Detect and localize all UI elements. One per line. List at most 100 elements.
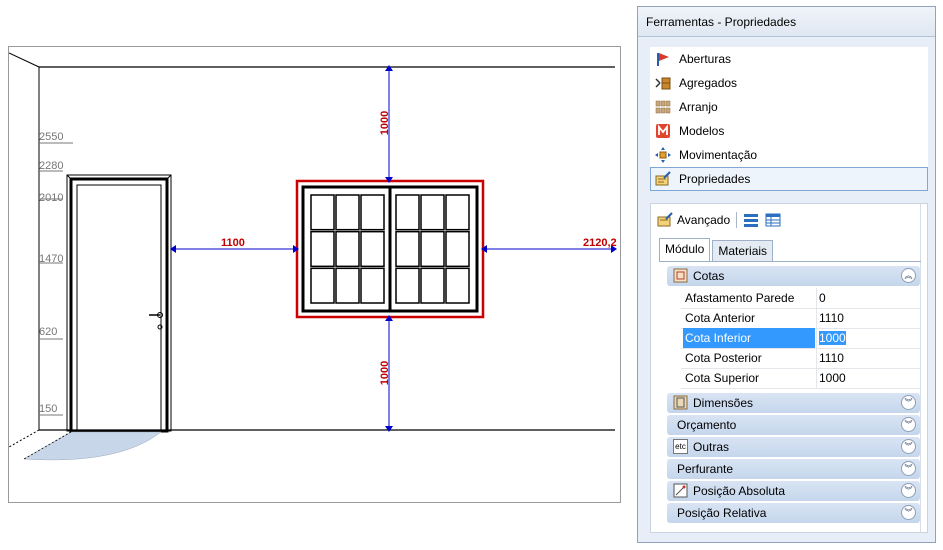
property-name: Cota Anterior [685, 311, 756, 325]
tool-label: Propriedades [679, 172, 751, 186]
properties-icon [655, 171, 671, 187]
height-label: 2010 [39, 192, 64, 204]
dimension-lines [172, 67, 615, 430]
tool-label: Agregados [679, 76, 738, 90]
window-pane [395, 230, 420, 268]
group-perfurante-header[interactable]: Perfurante ︾ [667, 459, 920, 479]
door-drawing [23, 174, 172, 461]
group-posicao-absoluta-header[interactable]: Posição Absoluta ︾ [667, 481, 920, 501]
window-pane [445, 230, 470, 268]
etc-icon: etc [673, 439, 688, 454]
tools-list: Aberturas Agregados Arranjo Modelos Movi… [650, 47, 928, 191]
height-label: 1470 [39, 253, 64, 265]
property-row-selected[interactable]: Cota Inferior 1000 [681, 328, 920, 349]
dimension-left-text[interactable]: 1100 [221, 237, 245, 249]
chevron-down-icon[interactable]: ︾ [901, 395, 916, 410]
properties-panel: Ferramentas - Propriedades Aberturas Agr… [637, 6, 936, 543]
group-outras-header[interactable]: etc Outras ︾ [667, 437, 920, 457]
tool-label: Modelos [679, 124, 725, 138]
position-icon [673, 483, 688, 498]
property-value[interactable]: 1000 [816, 368, 920, 388]
tool-label: Movimentação [679, 148, 758, 162]
window-pane [445, 194, 470, 231]
group-posicao-relativa-header[interactable]: Posição Relativa ︾ [667, 503, 920, 523]
property-name: Cota Inferior [683, 328, 815, 348]
group-label: Orçamento [677, 418, 737, 432]
chevron-down-icon[interactable]: ︾ [901, 505, 916, 520]
vertical-scrollbar[interactable] [920, 204, 927, 532]
drawing-canvas[interactable]: 2550 2280 2010 1470 620 150 1000 1000 11… [8, 46, 621, 503]
window-pane [420, 230, 445, 268]
panel-title: Ferramentas - Propriedades [638, 7, 935, 37]
tool-label: Arranjo [679, 100, 718, 114]
chevron-down-icon[interactable]: ︾ [901, 461, 916, 476]
models-icon [655, 123, 671, 139]
tool-arranjo[interactable]: Arranjo [650, 95, 928, 119]
tab-modulo[interactable]: Módulo [659, 238, 711, 261]
window-pane [420, 194, 445, 231]
group-label: Posição Relativa [677, 506, 767, 520]
dimension-top-text[interactable]: 1000 [379, 110, 391, 136]
flag-icon [655, 51, 671, 67]
property-value[interactable]: 1110 [816, 348, 920, 368]
window-pane [395, 267, 420, 304]
property-value-input[interactable]: 1000 [816, 328, 920, 348]
aggregate-icon [655, 75, 671, 91]
window-pane [310, 267, 335, 304]
group-label: Cotas [693, 269, 725, 283]
chevron-down-icon[interactable]: ︾ [901, 439, 916, 454]
tool-propriedades[interactable]: Propriedades [650, 167, 928, 191]
chevron-down-icon[interactable]: ︾ [901, 417, 916, 432]
properties-toolbar: Avançado [657, 208, 781, 232]
categorized-view-icon[interactable] [743, 212, 759, 228]
property-value[interactable]: 1110 [816, 308, 920, 328]
property-row[interactable]: Cota Superior 1000 [681, 368, 920, 389]
tab-content: Cotas ︽ Afastamento Parede 0 Cota Anteri… [659, 261, 921, 530]
dimension-right-text[interactable]: 2120,2 [583, 237, 617, 249]
chevron-down-icon[interactable]: ︾ [901, 483, 916, 498]
window-pane [420, 267, 445, 304]
table-view-icon[interactable] [765, 212, 781, 228]
window-pane [310, 230, 335, 268]
property-name: Cota Superior [685, 371, 760, 385]
wall-elevation-drawing [9, 52, 617, 461]
group-label: Dimensões [693, 396, 754, 410]
tool-agregados[interactable]: Agregados [650, 71, 928, 95]
group-label: Posição Absoluta [693, 484, 786, 498]
tool-modelos[interactable]: Modelos [650, 119, 928, 143]
chevron-up-icon[interactable]: ︽ [901, 268, 916, 283]
window-pane [360, 230, 385, 268]
dimension-bottom-text[interactable]: 1000 [379, 360, 391, 386]
property-name: Cota Posterior [685, 351, 762, 365]
property-row[interactable]: Cota Anterior 1110 [681, 308, 920, 329]
window-pane [445, 267, 470, 304]
dimensions-icon [673, 395, 688, 410]
property-row[interactable]: Cota Posterior 1110 [681, 348, 920, 369]
tab-materiais[interactable]: Materiais [712, 240, 774, 261]
group-label: Outras [693, 440, 730, 454]
advanced-icon[interactable] [657, 212, 673, 228]
window-pane [310, 194, 335, 231]
window-pane [335, 230, 360, 268]
cotas-icon [673, 268, 688, 283]
advanced-label[interactable]: Avançado [677, 213, 731, 227]
tool-movimentacao[interactable]: Movimentação [650, 143, 928, 167]
tool-aberturas[interactable]: Aberturas [650, 47, 928, 71]
group-label: Perfurante [677, 462, 734, 476]
group-dimensoes-header[interactable]: Dimensões ︾ [667, 393, 920, 413]
property-row[interactable]: Afastamento Parede 0 [681, 288, 920, 309]
property-value[interactable]: 0 [816, 288, 920, 308]
window-pane [335, 267, 360, 304]
height-label: 2550 [39, 131, 64, 143]
toolbar-separator [736, 212, 738, 228]
height-label: 150 [39, 403, 58, 415]
window-pane [360, 267, 385, 304]
group-orcamento-header[interactable]: Orçamento ︾ [667, 415, 920, 435]
grid-icon [655, 99, 671, 115]
property-name: Afastamento Parede [685, 291, 795, 305]
window-drawing [295, 179, 485, 319]
move-icon [655, 147, 671, 163]
height-label: 620 [39, 326, 58, 338]
group-cotas-header[interactable]: Cotas ︽ [667, 266, 920, 286]
window-pane [335, 194, 360, 231]
